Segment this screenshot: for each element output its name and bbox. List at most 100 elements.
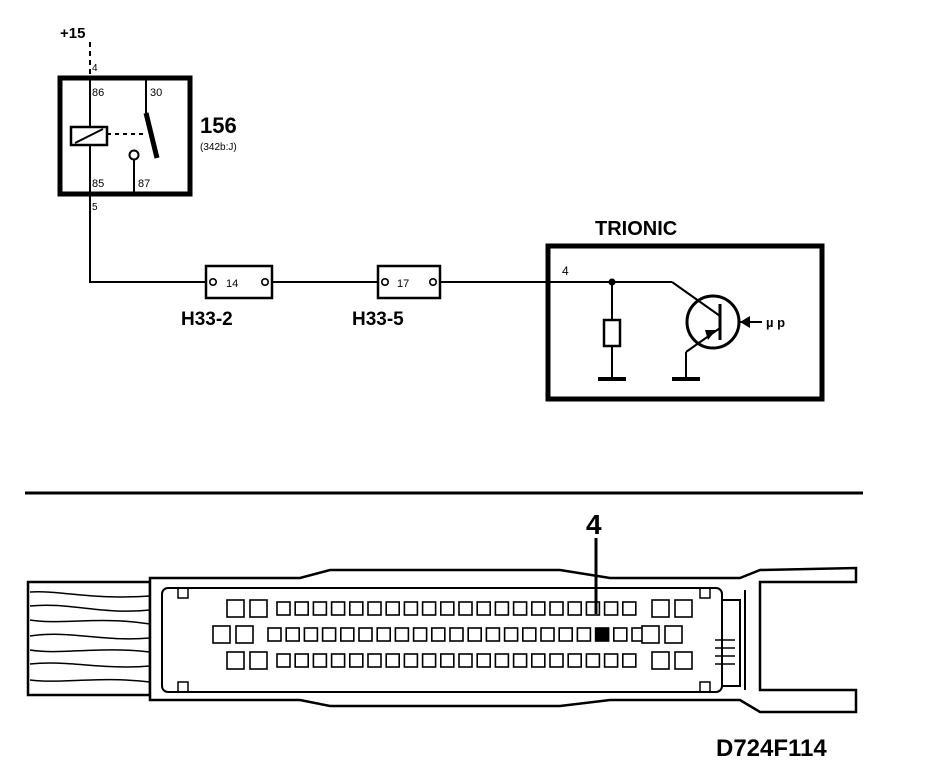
connector-pin — [449, 627, 464, 642]
connector-power-pin — [226, 599, 245, 618]
relay-pin-86: 86 — [92, 87, 104, 99]
pin-grid — [212, 599, 693, 670]
connector-pin — [412, 627, 428, 642]
connector-pin — [367, 653, 382, 668]
connector-pin — [494, 653, 510, 668]
connector-power-pin — [651, 599, 670, 618]
connector-pin — [385, 653, 401, 668]
relay-number: 156 — [200, 113, 237, 138]
connector-pin — [458, 601, 473, 616]
relay-reference: (342b:J) — [200, 142, 237, 153]
connector-h33-2-pin-right — [260, 277, 269, 286]
trionic-box — [545, 243, 825, 402]
transistor-emitter-arrow — [705, 330, 716, 340]
connector-pin — [439, 601, 455, 616]
connector-pin — [330, 653, 346, 668]
connector-pin — [348, 653, 364, 668]
connector-pin — [303, 627, 319, 642]
connector-pin — [312, 601, 328, 616]
connector-pin — [540, 627, 555, 642]
connector-pin — [485, 627, 501, 642]
connector-pin — [285, 627, 301, 642]
connector-pin — [403, 601, 419, 616]
connector-pin — [503, 627, 519, 642]
connector-pin — [549, 601, 564, 616]
connector-power-pin — [651, 651, 670, 670]
connector-pin — [512, 601, 528, 616]
relay-156-box — [57, 75, 193, 197]
connector-power-pin — [674, 599, 693, 618]
wire-relay-to-h33-2 — [89, 194, 206, 283]
figure-code: D724F114 — [716, 735, 827, 762]
connector-pin — [467, 627, 483, 642]
connector-power-pin — [664, 625, 683, 644]
locking-clip — [722, 590, 746, 690]
connector-pin — [612, 627, 628, 642]
connector-h33-2-label: H33-2 — [181, 309, 233, 330]
connector-pin — [339, 627, 355, 642]
connector-pin — [367, 601, 382, 616]
schematic — [57, 42, 825, 402]
connector-pin — [567, 653, 583, 668]
relay-pin-30: 30 — [150, 87, 162, 99]
connector-pin — [276, 601, 291, 616]
connector-pin — [267, 627, 282, 642]
connector-pin — [439, 653, 455, 668]
transistor-body — [685, 294, 741, 350]
pin-4-highlighted — [594, 627, 610, 642]
connector-pin — [348, 601, 364, 616]
connector-pin — [585, 653, 601, 668]
connector-pin — [521, 627, 537, 642]
connector-pin — [358, 627, 373, 642]
relay-bottom-pin-label: 5 — [92, 202, 98, 213]
connector-pin — [294, 601, 310, 616]
trionic-title: TRIONIC — [595, 218, 677, 240]
connector-pin — [376, 627, 392, 642]
relay-pin-85: 85 — [92, 178, 104, 190]
connector-h33-5-pin-right — [428, 277, 437, 286]
connector-pin — [385, 601, 401, 616]
connector-pin — [294, 653, 310, 668]
connector-pin — [603, 653, 619, 668]
connector-pin — [549, 653, 564, 668]
connector-pin — [321, 627, 337, 642]
connector-power-pin — [249, 599, 268, 618]
connector-pin — [330, 601, 346, 616]
connector-pin — [530, 653, 546, 668]
connector-h33-2-pin: 14 — [226, 278, 238, 290]
relay-top-pin-label: 4 — [92, 63, 98, 74]
connector-pin — [567, 601, 583, 616]
trionic-signal-label: µ p — [766, 315, 785, 330]
connector-power-pin — [226, 651, 245, 670]
connector-pin — [421, 601, 437, 616]
connector-pin — [512, 653, 528, 668]
connector-h33-5-pin-left — [380, 277, 389, 286]
connector-pin — [558, 627, 574, 642]
connector-pin — [394, 627, 410, 642]
connector-pin — [621, 601, 637, 616]
connector-pin — [476, 653, 492, 668]
transistor-collector — [671, 281, 721, 317]
connector-pin — [403, 653, 419, 668]
connector-pin — [576, 627, 592, 642]
relay-switch-arm — [143, 112, 160, 159]
connector-pin — [430, 627, 446, 642]
connector-pin — [603, 601, 619, 616]
connector-pin — [312, 653, 328, 668]
relay-contact-87 — [128, 149, 140, 161]
connector-pin — [421, 653, 437, 668]
signal-arrow — [740, 316, 750, 328]
connector-h33-5-pin: 17 — [397, 278, 409, 290]
trionic-pin-label: 4 — [562, 264, 569, 278]
relay-pin-87: 87 — [138, 178, 150, 190]
connector-pin — [458, 653, 473, 668]
relay-coil-diagonal — [74, 128, 104, 144]
schematic-labels: +15 4 86 30 85 87 5 156 (342b:J) 14 H33-… — [60, 25, 785, 330]
connector-power-pin — [249, 651, 268, 670]
pin-callout-label: 4 — [586, 509, 602, 540]
connector-pin — [621, 653, 637, 668]
connector-pin — [530, 601, 546, 616]
frame-notches — [177, 588, 711, 692]
supply-label: +15 — [60, 25, 85, 42]
